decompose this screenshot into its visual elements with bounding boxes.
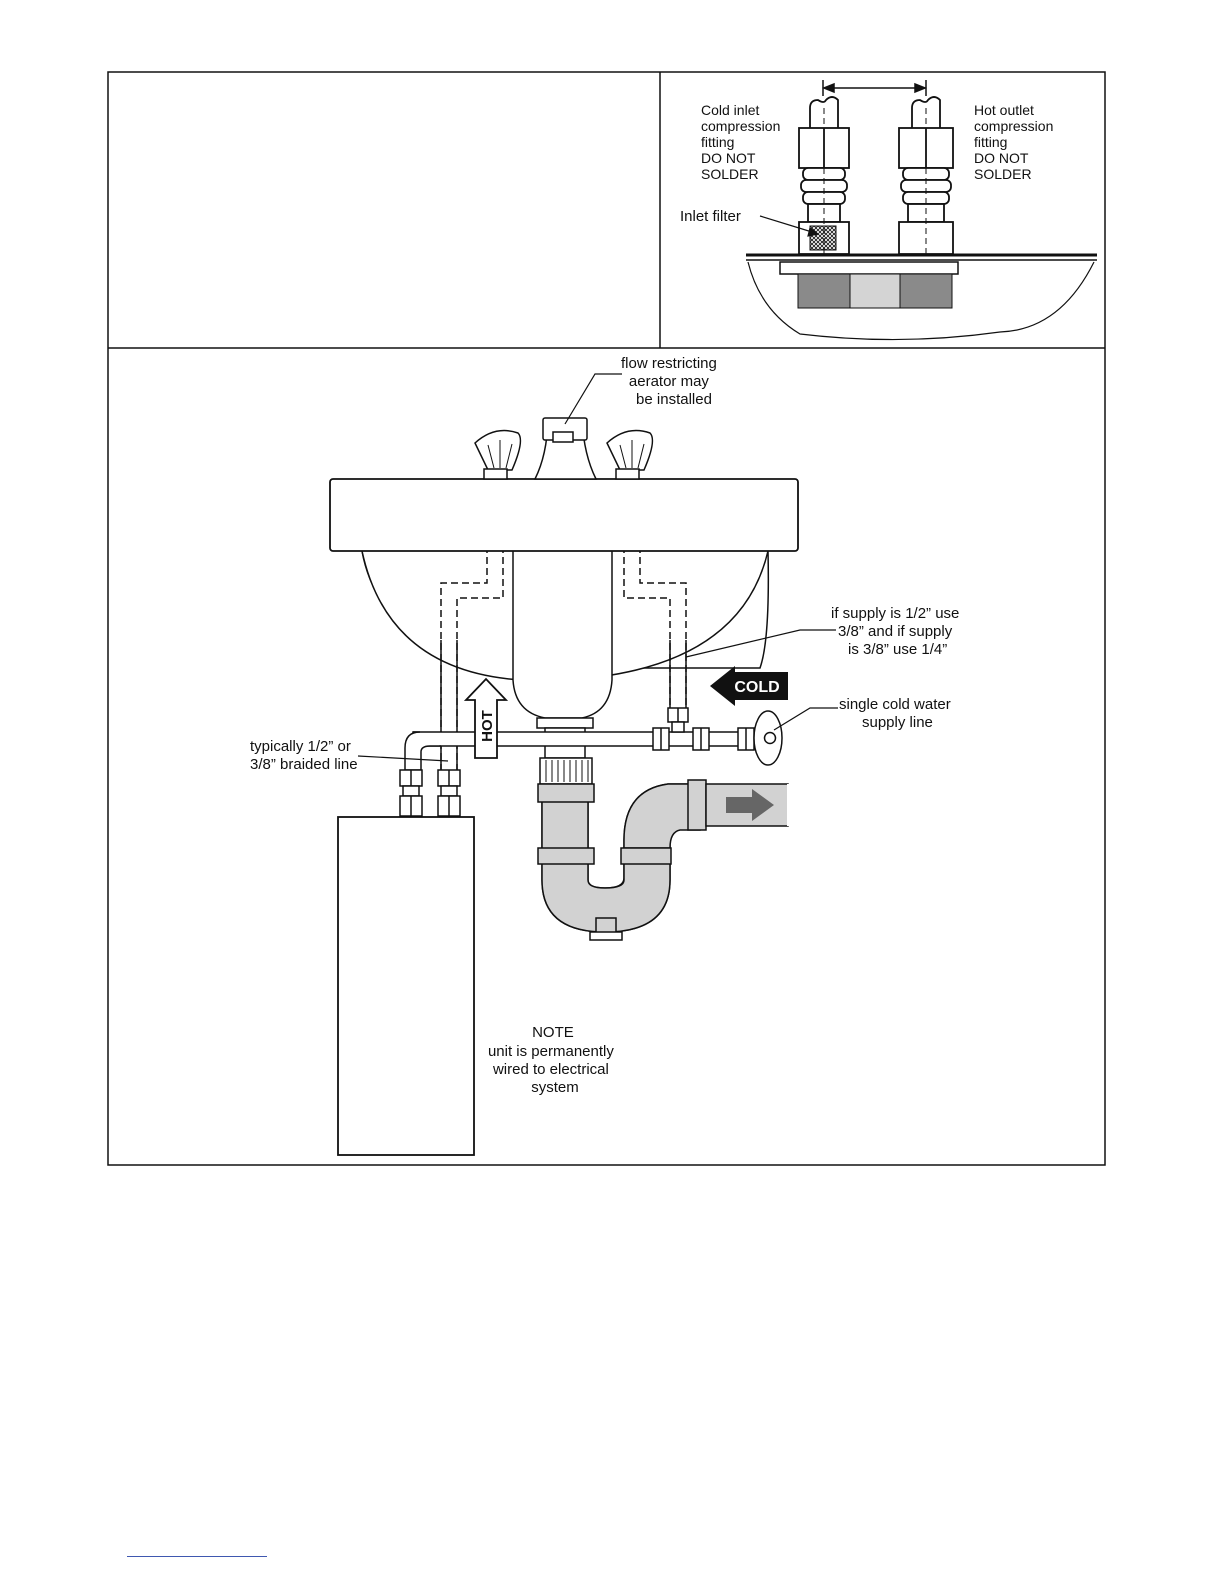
supply-size-note: if supply is 1/2” use 3/8” and if supply… — [831, 605, 964, 658]
cold-inlet-fitting — [798, 96, 850, 255]
shutoff-valve — [753, 710, 783, 766]
drain-slip-nut — [536, 717, 594, 785]
p-trap — [537, 779, 789, 941]
cold-arrow-label: COLD — [734, 679, 779, 696]
spacing-dimension-arrow — [821, 80, 928, 96]
hot-outlet-fitting — [898, 96, 954, 255]
water-heater-unit — [337, 816, 475, 1156]
installation-drawing: HOT COLD — [250, 355, 964, 1156]
hot-handle — [474, 429, 522, 480]
aerator — [552, 431, 574, 443]
inlet-filter-leader — [759, 215, 820, 237]
inlet-filter-mesh — [809, 225, 837, 251]
cold-line-fittings — [652, 707, 755, 751]
braided-line-note: typically 1/2” or 3/8” braided line — [250, 738, 358, 773]
drain-flow-arrow — [726, 789, 774, 821]
label-leaders — [357, 373, 838, 762]
faucet-spout — [533, 417, 598, 480]
hot-flow-arrow: HOT — [463, 677, 509, 759]
countertop — [329, 478, 799, 552]
wiring-note: NOTE unit is permanently wired to electr… — [488, 1024, 618, 1096]
cold-supply-note: single cold water supply line — [839, 696, 955, 731]
cold-handle — [606, 429, 654, 480]
aerator-note: flow restricting aerator may be installe… — [621, 355, 721, 408]
fitting-detail: Cold inlet compression fitting DO NOT SO… — [680, 80, 1097, 341]
hot-supply-tube — [440, 640, 458, 770]
drain-tailpiece — [512, 551, 613, 719]
hot-arrow-label: HOT — [479, 710, 496, 742]
cold-supply-tube — [669, 640, 687, 710]
hot-outlet-label: Hot outlet compression fitting DO NOT SO… — [974, 102, 1057, 182]
footer-rule — [127, 1556, 267, 1557]
inlet-filter-label: Inlet filter — [680, 208, 741, 225]
cold-inlet-label: Cold inlet compression fitting DO NOT SO… — [701, 102, 784, 182]
diagram-frame — [107, 71, 1106, 1166]
heater-top-plate — [746, 253, 1097, 341]
heater-connections — [399, 769, 461, 817]
cold-flow-arrow: COLD — [710, 666, 788, 706]
